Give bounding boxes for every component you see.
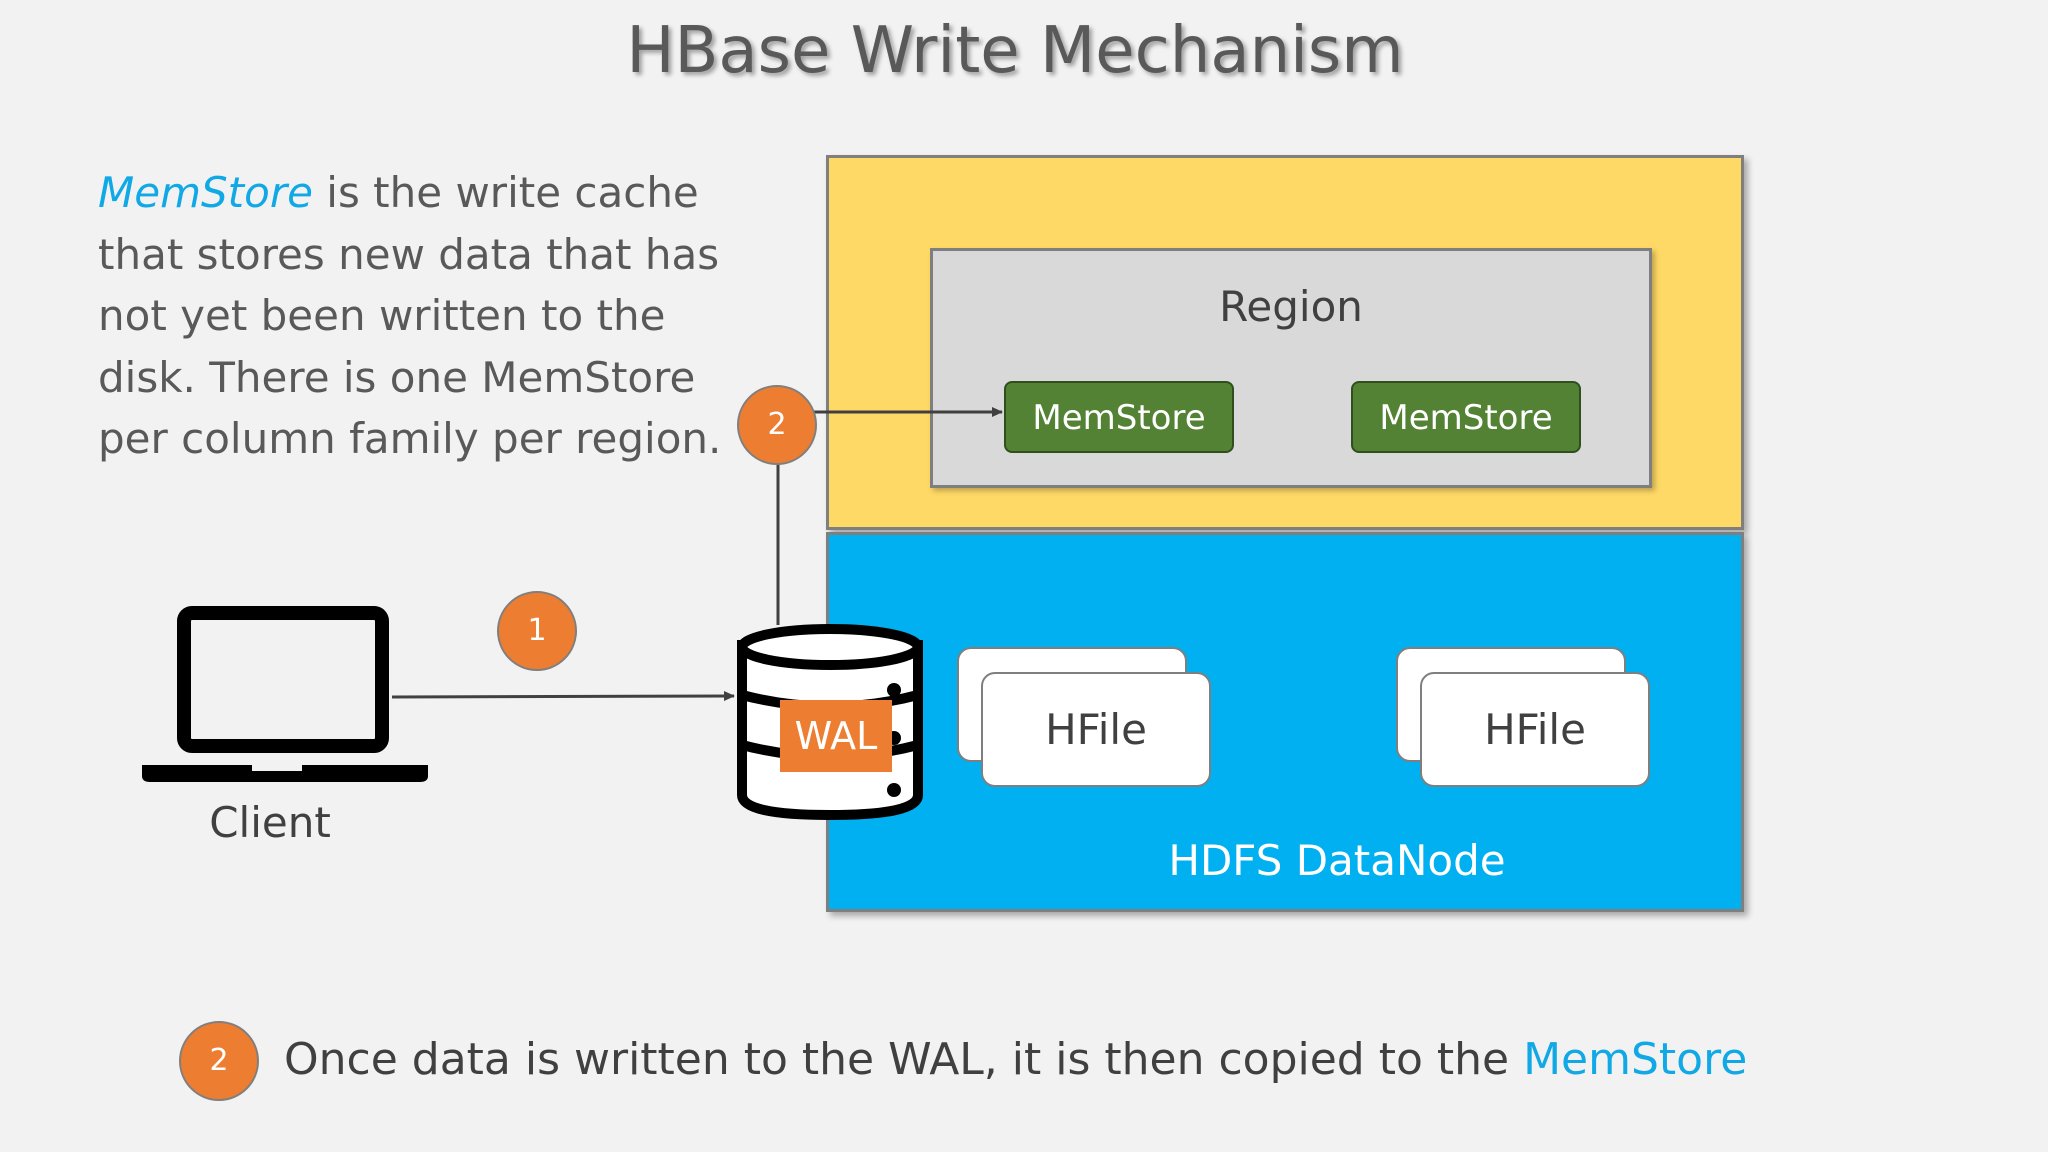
hfile-1: HFile	[981, 672, 1211, 787]
memstore-highlight: MemStore	[98, 168, 313, 217]
laptop-icon	[142, 606, 428, 782]
memstore-description-text: is the write cache that stores new data …	[98, 168, 722, 463]
hfile-2: HFile	[1420, 672, 1650, 787]
memstore-box-2: MemStore	[1351, 381, 1581, 453]
client-label: Client	[209, 798, 331, 847]
region-label: Region	[1219, 282, 1363, 331]
step-1-marker: 1	[497, 591, 577, 671]
wal-label: WAL	[780, 700, 892, 772]
step-2-note-text: Once data is written to the WAL, it is t…	[284, 1034, 1524, 1085]
step-2-marker: 2	[737, 385, 817, 465]
memstore-description: MemStore is the write cache that stores …	[98, 162, 738, 470]
hdfs-datanode-label: HDFS DataNode	[1168, 836, 1506, 885]
step-2-note: Once data is written to the WAL, it is t…	[284, 1034, 1747, 1085]
memstore-box-1: MemStore	[1004, 381, 1234, 453]
note-step-2-marker: 2	[179, 1021, 259, 1101]
client-to-wal-arrow	[391, 691, 735, 702]
page-title: HBase Write Mechanism	[626, 14, 1404, 88]
step-2-note-highlight: MemStore	[1523, 1034, 1748, 1085]
